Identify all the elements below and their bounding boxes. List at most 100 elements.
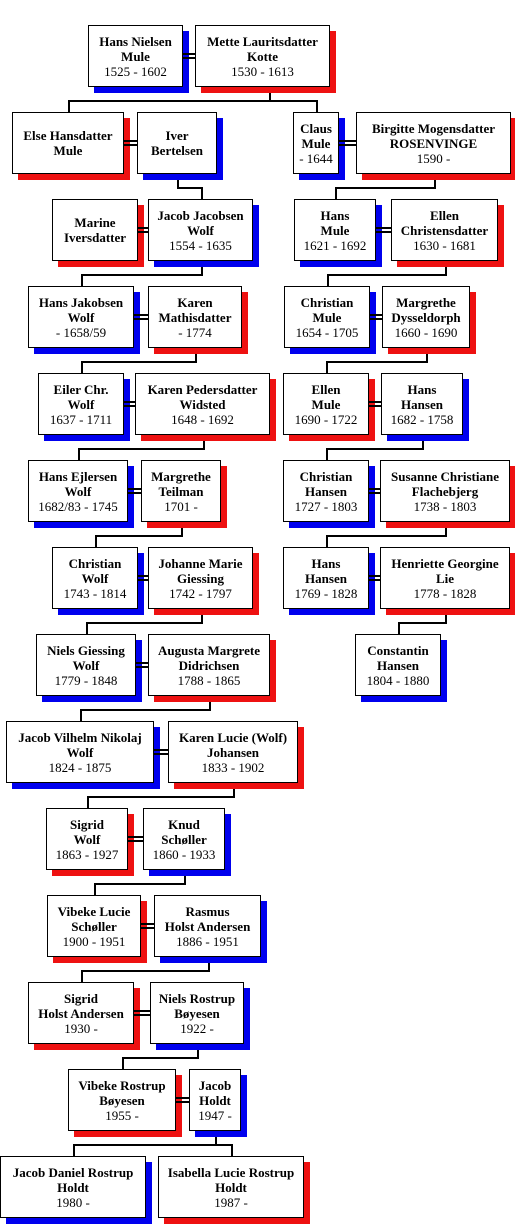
child-drop-line <box>326 448 328 460</box>
marriage-link <box>369 488 380 494</box>
person-given-name: Niels Rostrup <box>158 990 236 1006</box>
person-dates: 1778 - 1828 <box>413 585 477 601</box>
sibling-bus-line <box>326 448 424 450</box>
descent-line <box>177 174 179 187</box>
person-given-name: Knud <box>168 816 200 832</box>
person-surname: Schøller <box>161 831 207 847</box>
person-surname: Wolf <box>81 570 109 586</box>
person-given-name: Marine <box>74 215 116 230</box>
child-drop-line <box>95 535 97 547</box>
person-given-name: Sigrid <box>70 816 104 832</box>
child-drop-line <box>316 100 318 112</box>
child-drop-line <box>73 1144 75 1156</box>
person-surname: ROSENVINGE <box>389 135 478 151</box>
sibling-bus-line <box>327 274 447 276</box>
child-drop-line <box>86 622 88 634</box>
descent-line <box>201 609 203 622</box>
person-surname: Holst Andersen <box>38 1005 124 1021</box>
marriage-link <box>369 401 381 407</box>
descent-line <box>426 348 428 361</box>
person-dates: - 1658/59 <box>55 324 107 340</box>
marriage-link <box>124 401 135 407</box>
child-drop-line <box>81 970 83 982</box>
marriage-link <box>128 488 141 494</box>
person-given-name: Karen Pedersdatter <box>147 381 258 397</box>
marriage-link <box>138 575 148 581</box>
sibling-bus-line <box>87 796 235 798</box>
marriage-link <box>183 53 195 59</box>
person-surname: Wolf <box>67 309 95 325</box>
person-dates: - 1644 <box>299 150 333 166</box>
person-dates: 1525 - 1602 <box>104 63 167 79</box>
person-dates: 1860 - 1933 <box>152 846 216 862</box>
descent-line <box>445 261 447 274</box>
sibling-bus-line <box>335 187 436 189</box>
person-surname: Wolf <box>187 222 214 238</box>
sibling-bus-line <box>326 535 447 537</box>
sibling-bus-line <box>73 1144 233 1146</box>
descent-line <box>201 261 203 274</box>
person-given-name: Christian <box>68 555 122 571</box>
person-dates: 1621 - 1692 <box>303 237 367 253</box>
marriage-link <box>134 314 148 320</box>
descent-line <box>208 957 210 970</box>
person-surname: Mathisdatter <box>158 309 232 325</box>
person-dates: 1727 - 1803 <box>294 498 358 514</box>
person-surname: Bøyesen <box>174 1005 220 1021</box>
person-surname: Mule <box>320 222 350 238</box>
person-dates: 1630 - 1681 <box>413 237 476 253</box>
person-given-name: Henriette Georgine <box>391 555 499 571</box>
person-dates: 1886 - 1951 <box>176 933 239 949</box>
person-dates: 1648 - 1692 <box>171 411 234 427</box>
sibling-bus-line <box>81 970 210 972</box>
person-given-name: Sigrid <box>64 990 98 1006</box>
sibling-bus-line <box>177 187 203 189</box>
person-surname: Wolf <box>67 396 95 412</box>
person-surname: Johansen <box>206 744 260 760</box>
person-given-name: Else Hansdatter <box>23 128 113 143</box>
person-dates: 1742 - 1797 <box>169 585 232 601</box>
sibling-bus-line <box>86 622 203 624</box>
child-drop-line <box>335 187 337 199</box>
sibling-bus-line <box>81 361 197 363</box>
person-surname: Hansen <box>401 396 443 412</box>
person-given-name: Vibeke Rostrup <box>78 1077 166 1093</box>
person-surname: Hansen <box>305 570 347 586</box>
person-dates: 1922 - <box>180 1020 214 1036</box>
person-surname: Dysseldorph <box>391 309 461 325</box>
person-given-name: Niels Giessing <box>47 642 125 658</box>
marriage-link <box>124 140 137 146</box>
person-dates: 1900 - 1951 <box>62 933 126 949</box>
person-dates: 1930 - <box>64 1020 98 1036</box>
person-dates: 1637 - 1711 <box>49 411 113 427</box>
person-dates: 1955 - <box>105 1107 139 1123</box>
person-surname: Wolf <box>64 483 92 499</box>
person-surname: Schøller <box>71 918 117 934</box>
marriage-link <box>154 749 168 755</box>
